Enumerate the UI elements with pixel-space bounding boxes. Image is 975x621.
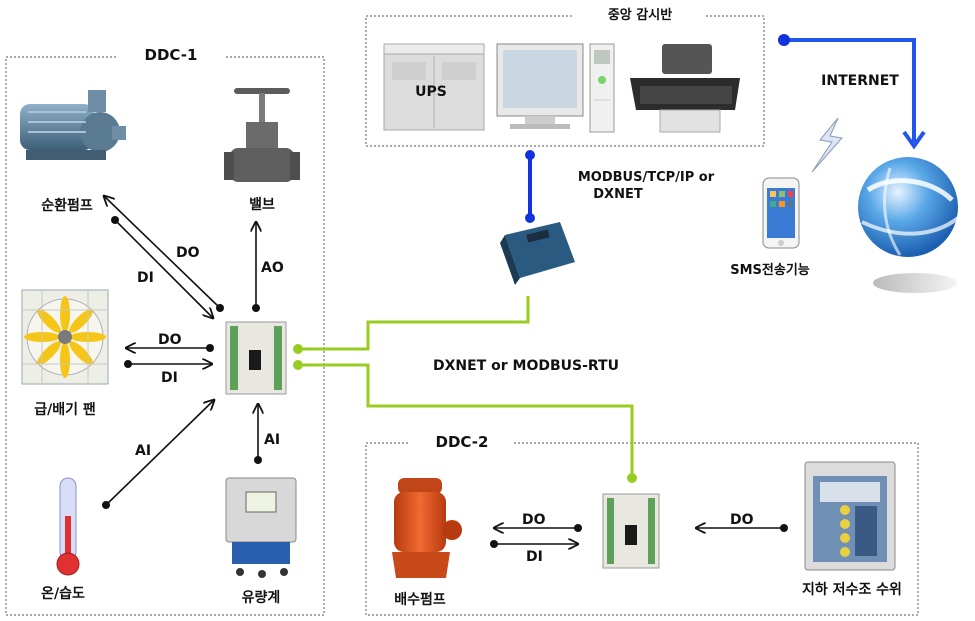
flowmeter-label: 유량계 — [242, 590, 281, 606]
pump-di-arrow — [114, 219, 213, 318]
ups-image — [383, 43, 485, 131]
flow-ai-label: AI — [264, 432, 280, 448]
drain-pump-image — [392, 478, 462, 578]
lightning-icon — [811, 117, 843, 173]
sms-label: SMS전송기능 — [730, 262, 810, 278]
dxnet-rtu-label: DXNET or MODBUS-RTU — [433, 358, 619, 374]
pump-do-arrow — [104, 196, 221, 309]
fan-label: 급/배기 팬 — [34, 402, 96, 418]
server-image — [589, 43, 615, 133]
pump-do-label: DO — [176, 245, 200, 261]
drain-di-label: DI — [526, 549, 543, 565]
green-link-ddc2 — [298, 363, 634, 478]
fan-image — [21, 289, 109, 385]
monitor-image — [496, 43, 584, 129]
ddc1-label: DDC-1 — [145, 46, 198, 64]
level-do-label: DO — [730, 512, 754, 528]
temp-ai-arrow — [105, 400, 214, 506]
flowmeter-image — [225, 477, 297, 578]
ddc2-controller — [602, 493, 660, 569]
ddc1-controller — [225, 321, 287, 395]
thermometer-image — [56, 477, 80, 576]
temp-ai-label: AI — [135, 443, 151, 459]
water-level-label: 지하 저수조 수위 — [802, 581, 902, 598]
central-group: 중앙 감시반 — [365, 4, 765, 147]
printer-image — [630, 44, 740, 133]
valve-label: 밸브 — [249, 196, 275, 213]
fan-do-label: DO — [158, 332, 182, 348]
internet-link — [784, 38, 916, 142]
network-converter-image — [500, 222, 575, 285]
ddc2-group: DDC-2 — [365, 430, 919, 616]
pump-di-label: DI — [137, 270, 154, 286]
circulation-pump-image — [20, 90, 126, 160]
valve-ao-label: AO — [261, 260, 284, 276]
temp-humidity-label: 온/습도 — [41, 586, 85, 602]
drain-do-label: DO — [522, 512, 546, 528]
internet-label: INTERNET — [821, 73, 899, 89]
ups-label: UPS — [415, 84, 447, 100]
modbus-tcp-label-2: DXNET — [593, 187, 643, 202]
ddc2-label: DDC-2 — [436, 433, 489, 451]
globe-icon — [858, 157, 960, 293]
fan-di-label: DI — [161, 370, 178, 386]
valve-image — [224, 88, 300, 182]
modbus-tcp-label-1: MODBUS/TCP/IP or — [578, 170, 715, 185]
phone-icon — [762, 177, 800, 249]
water-level-controller-image — [804, 461, 896, 571]
green-link-converter — [298, 296, 530, 351]
drain-pump-label: 배수펌프 — [394, 591, 446, 608]
circulation-pump-label: 순환펌프 — [41, 197, 93, 214]
ddc1-group: DDC-1 — [5, 42, 325, 616]
central-label: 중앙 감시반 — [608, 7, 672, 23]
